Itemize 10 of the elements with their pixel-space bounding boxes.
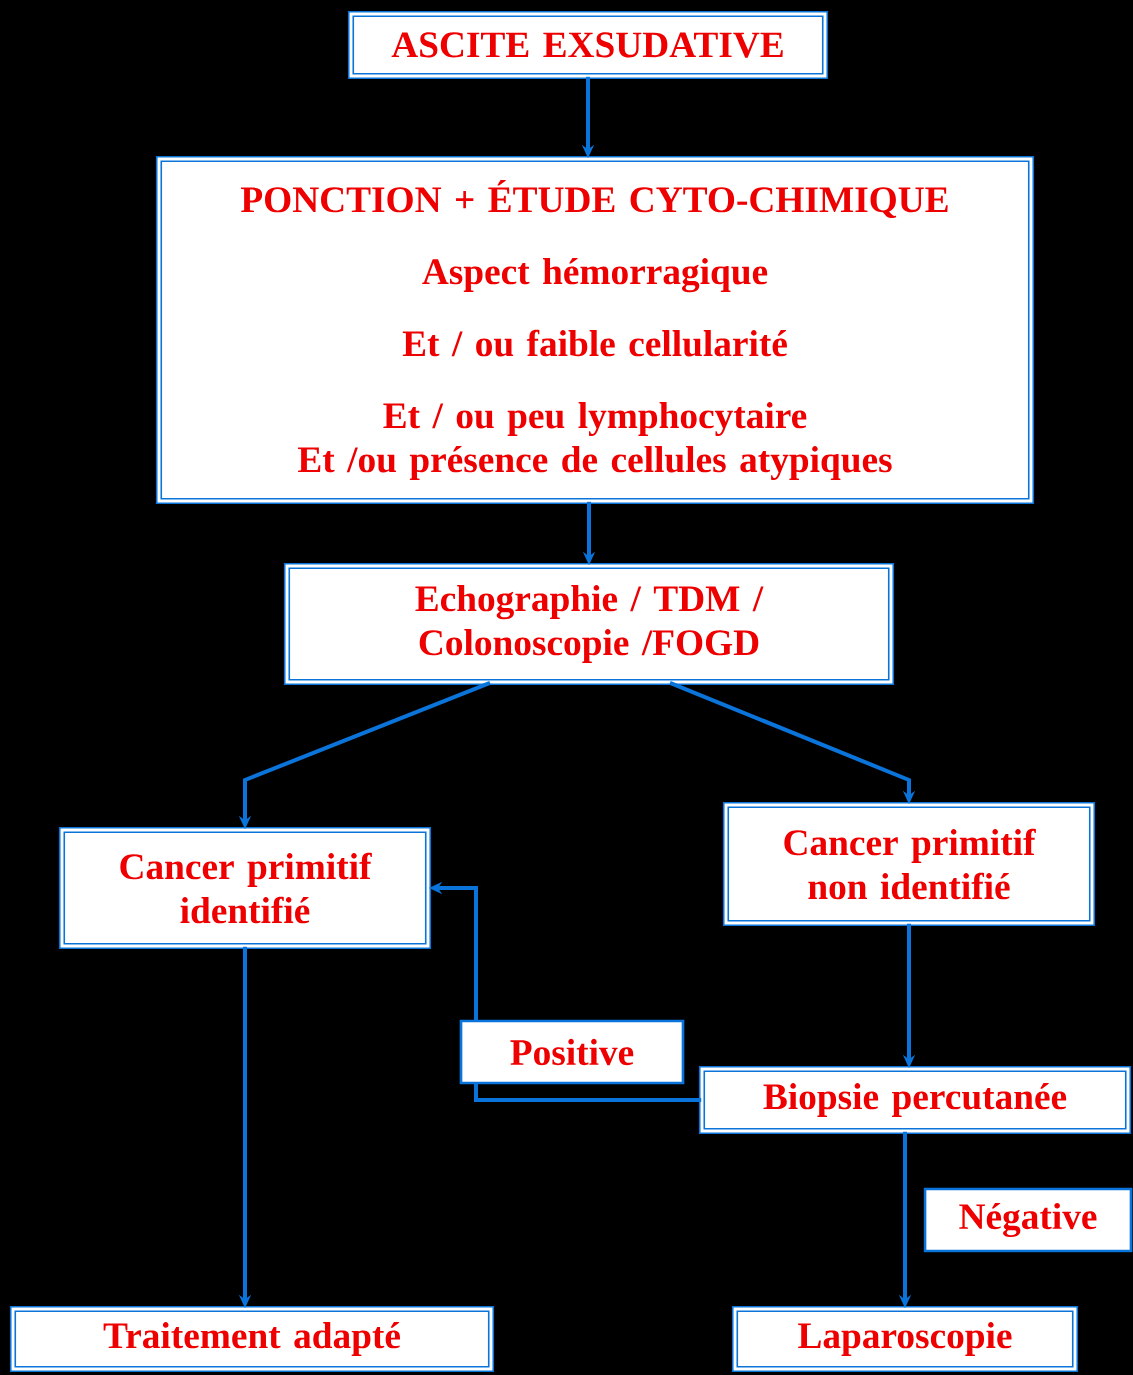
process-box: Biopsie percutanée [698,1065,1132,1135]
process-box: ASCITE EXSUDATIVE [347,10,829,80]
process-box: Laparoscopie [731,1305,1079,1373]
heading-box: PONCTION + ÉTUDE CYTO-CHIMIQUE Aspect hémorragique Et / ou faible cellularité Et / ou peu lymphocytaire Et /ou présence de cellules atypiques [155,155,1035,505]
edge-label: Positive [459,1019,685,1085]
process-box: Cancer primitif identifié [58,826,432,950]
edge-label: Négative [923,1187,1133,1253]
process-box: Echographie / TDM / Colonoscopie /FOGD [283,562,895,686]
process-box: Traitement adapté [9,1305,495,1373]
process-box: Cancer primitif non identifié [722,801,1096,927]
